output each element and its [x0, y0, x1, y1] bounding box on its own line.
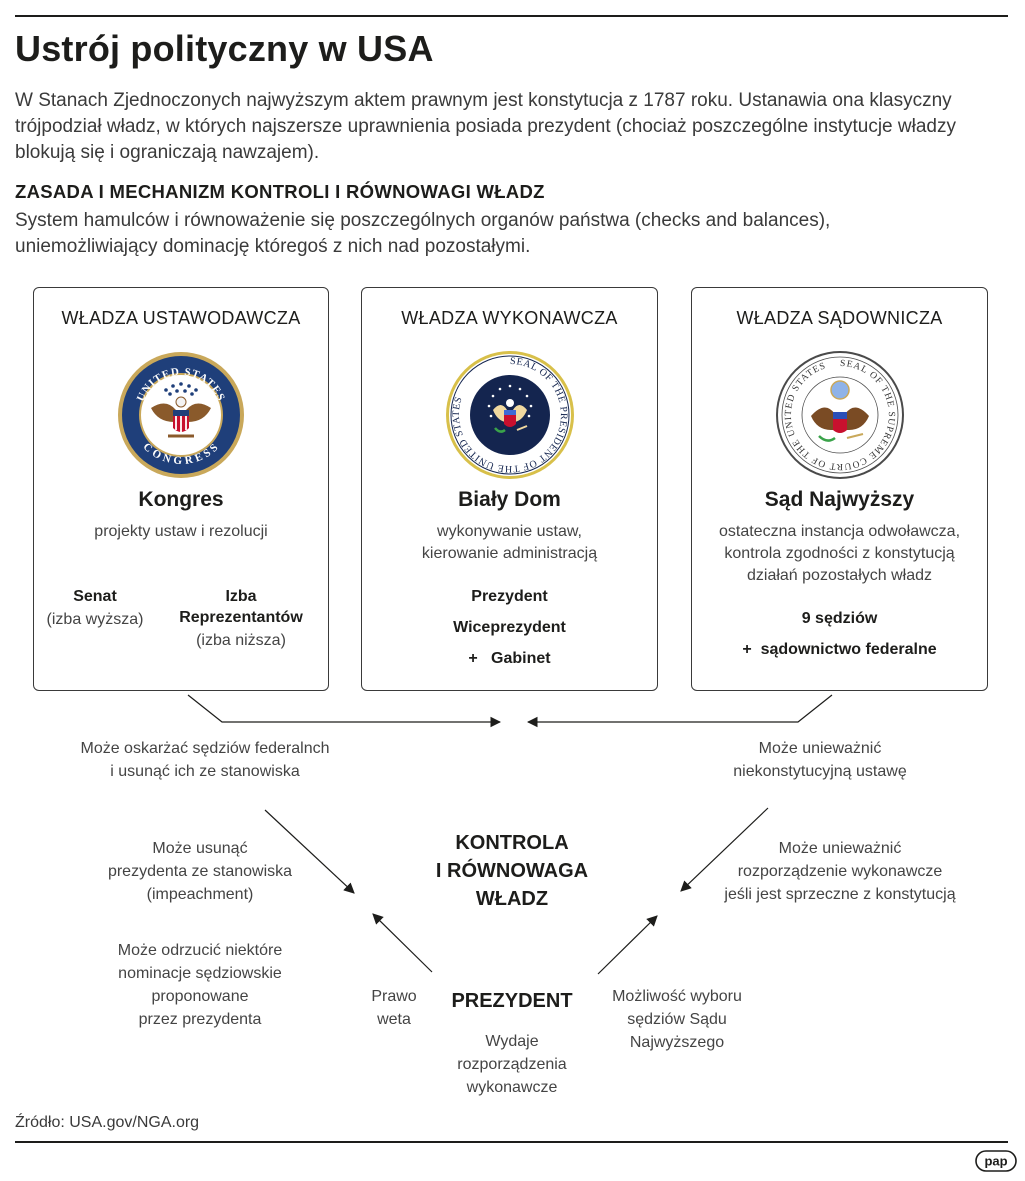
note-veto-2: weta — [377, 1011, 411, 1028]
president-label: PREZYDENT — [451, 990, 573, 1012]
center-label-line-2: I RÓWNOWAGA — [435, 860, 589, 882]
executive-item-cabinet: + Gabinet — [468, 650, 551, 667]
note-void-law-1: Może unieważnić — [758, 740, 882, 757]
house-name-2: Reprezentantów — [179, 609, 303, 626]
judicial-name: Sąd Najwyższy — [764, 488, 915, 511]
judicial-description-2: kontrola zgodności z konstytucją — [724, 545, 955, 562]
executive-description-1: wykonywanie ustaw, — [437, 523, 582, 540]
svg-text:pap: pap — [984, 1154, 1007, 1169]
bottom-rule — [15, 1141, 1008, 1143]
section-line-1: System hamulców i równoważenie się poszc… — [15, 210, 831, 231]
note-void-order-2: rozporządzenie wykonawcze — [737, 863, 943, 880]
note-appoint-judges-2: sędziów Sądu — [627, 1011, 727, 1028]
executive-branch-box: WŁADZA WYKONAWCZA SEAL OF THE PRESIDENT … — [361, 287, 658, 691]
executive-item-president: Prezydent — [471, 588, 548, 605]
note-appoint-judges-3: Najwyższego — [629, 1034, 725, 1051]
section-heading: ZASADA I MECHANIZM KONTROLI I RÓWNOWAGI … — [15, 181, 545, 202]
lead-line-1: W Stanach Zjednoczonych najwyższym aktem… — [15, 90, 952, 111]
center-label-line-1: KONTROLA — [455, 832, 569, 854]
pap-logo-icon: pap — [975, 1150, 1017, 1172]
note-remove-president-3: (impeachment) — [146, 886, 254, 903]
executive-item-vice-president: Wiceprezydent — [453, 619, 566, 636]
note-orders-2: rozporządzenia — [457, 1056, 567, 1073]
note-reject-nominations-3: proponowane — [151, 988, 249, 1005]
note-veto-1: Prawo — [371, 988, 417, 1005]
legislative-to-center-arrow — [264, 809, 355, 894]
judicial-item-judges: 9 sędziów — [801, 610, 878, 627]
note-remove-president-2: prezydenta ze stanowiska — [107, 863, 293, 880]
legislative-branch-box: WŁADZA USTAWODAWCZA UNITED STATES CONGRE… — [33, 287, 329, 691]
president-appoint-arrow — [597, 915, 658, 975]
center-label-line-3: WŁADZ — [475, 888, 549, 910]
legislative-title: WŁADZA USTAWODAWCZA — [61, 308, 301, 328]
note-orders-1: Wydaje — [485, 1033, 539, 1050]
note-reject-nominations-4: przez prezydenta — [138, 1011, 262, 1028]
senate-note: (izba wyższa) — [46, 611, 144, 628]
page-title: Ustrój polityczny w USA — [15, 28, 434, 69]
note-orders-3: wykonawcze — [466, 1079, 558, 1096]
note-void-order-3: jeśli jest sprzeczne z konstytucją — [724, 886, 956, 903]
supreme-court-seal-icon: SEAL OF THE SUPREME COURT OF THE UNITED … — [776, 351, 904, 479]
congress-seal-icon: UNITED STATES CONGRESS — [118, 352, 244, 478]
note-void-order-1: Może unieważnić — [778, 840, 902, 857]
legislative-connector-arrow — [187, 694, 502, 728]
judicial-description-1: ostateczna instancja odwoławcza, — [718, 523, 961, 540]
legislative-name: Kongres — [138, 488, 224, 511]
executive-title: WŁADZA WYKONAWCZA — [401, 308, 618, 328]
judicial-item-federal-courts: + sądownictwo federalne — [742, 641, 937, 658]
note-impeach-judges-1: Może oskarżać sędziów federalnch — [80, 740, 330, 757]
judicial-description-3: działań pozostałych władz — [747, 567, 932, 584]
note-void-law-2: niekonstytucyjną ustawę — [733, 763, 907, 780]
presidential-seal-icon: SEAL OF THE PRESIDENT OF THE UNITED STAT… — [446, 351, 574, 479]
judicial-title: WŁADZA SĄDOWNICZA — [736, 308, 943, 328]
section-line-2: uniemożliwiający dominację któregoś z ni… — [15, 236, 531, 257]
house-name-1: Izba — [225, 588, 257, 605]
president-veto-arrow — [372, 913, 433, 973]
legislative-description: projekty ustaw i rezolucji — [94, 523, 268, 540]
judicial-to-center-arrow — [680, 807, 769, 892]
senate-name: Senat — [73, 588, 117, 605]
note-remove-president-1: Może usunąć — [152, 840, 248, 857]
judicial-connector-arrow — [526, 694, 833, 728]
source-note: Źródło: USA.gov/NGA.org — [15, 1114, 200, 1131]
executive-name: Biały Dom — [458, 488, 561, 511]
note-reject-nominations-1: Może odrzucić niektóre — [117, 942, 283, 959]
note-appoint-judges-1: Możliwość wyboru — [612, 988, 742, 1005]
note-reject-nominations-2: nominacje sędziowskie — [118, 965, 282, 982]
note-impeach-judges-2: i usunąć ich ze stanowiska — [110, 763, 300, 780]
top-rule — [15, 15, 1008, 17]
judicial-branch-box: WŁADZA SĄDOWNICZA SEAL OF THE SUPREME CO… — [691, 287, 988, 691]
lead-line-2: trójpodział władz, w których najszersze … — [15, 116, 956, 137]
executive-description-2: kierowanie administracją — [421, 545, 598, 562]
lead-line-3: blokują się i ograniczają nawzajem). — [15, 142, 320, 163]
house-note: (izba niższa) — [196, 632, 286, 649]
